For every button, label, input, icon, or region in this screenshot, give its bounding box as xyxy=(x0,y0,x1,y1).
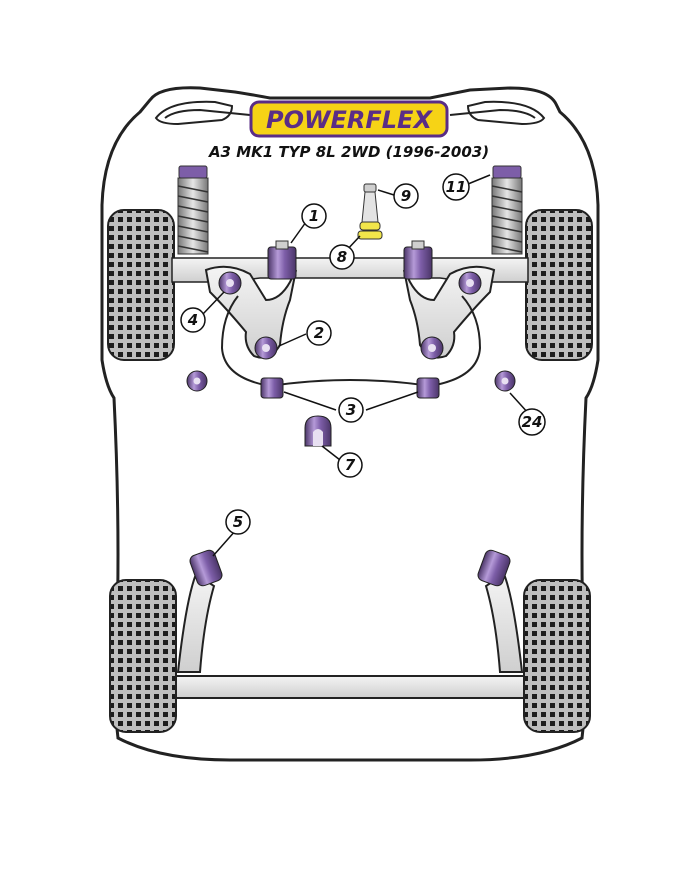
callout-4: 4 xyxy=(180,307,206,333)
callout-4-label: 4 xyxy=(187,311,198,329)
front-left-spring xyxy=(177,165,209,255)
rear-left-trailing-arm xyxy=(176,572,216,673)
bush-24 xyxy=(494,370,516,392)
callout-8-label: 8 xyxy=(337,248,347,266)
vehicle-subtitle: A3 MK1 TYP 8L 2WD (1996-2003) xyxy=(208,143,489,161)
bush-4 xyxy=(218,271,242,295)
brand-name: POWERFLEX xyxy=(266,106,433,134)
rear-axle-beam xyxy=(175,675,525,699)
callout-24: 24 xyxy=(518,408,546,436)
left-headlight-outline xyxy=(154,100,234,126)
rear-right-wheel xyxy=(523,579,591,733)
callout-11: 11 xyxy=(442,173,470,201)
bush-5 xyxy=(189,549,223,587)
front-right-wheel xyxy=(525,209,593,361)
front-left-wheel xyxy=(107,209,175,361)
callout-9-label: 9 xyxy=(401,187,411,205)
callout-1: 1 xyxy=(301,203,327,229)
callout-11-label: 11 xyxy=(446,178,467,196)
callout-2-label: 2 xyxy=(314,324,324,342)
bush-4-right xyxy=(458,271,482,295)
bush-3 xyxy=(260,377,284,399)
bush-9 xyxy=(361,183,379,223)
bush-3-right xyxy=(416,377,440,399)
powerflex-logo: POWERFLEX xyxy=(249,100,449,138)
bush-5-right xyxy=(477,549,511,587)
callout-3-label: 3 xyxy=(346,401,356,419)
bush-2 xyxy=(254,336,278,360)
callout-2: 2 xyxy=(306,320,332,346)
bush-2-right xyxy=(420,336,444,360)
callout-9: 9 xyxy=(393,183,419,209)
callout-7-label: 7 xyxy=(345,456,356,474)
bush-1-right xyxy=(403,240,433,280)
rear-right-trailing-arm xyxy=(484,572,524,673)
front-subframe xyxy=(171,257,529,283)
callout-5-label: 5 xyxy=(233,513,243,531)
callout-5: 5 xyxy=(225,509,251,535)
bump-stop-8 xyxy=(357,221,383,240)
front-anti-roll-bar xyxy=(220,295,482,388)
callout-7: 7 xyxy=(337,452,363,478)
front-right-spring xyxy=(491,165,523,255)
bush-24-left xyxy=(186,370,208,392)
callout-24-label: 24 xyxy=(522,413,543,431)
bush-7 xyxy=(304,415,332,447)
rear-left-wheel xyxy=(109,579,177,733)
right-headlight-outline xyxy=(466,100,546,126)
bush-1 xyxy=(267,240,297,280)
callout-1-label: 1 xyxy=(309,207,319,225)
callout-8: 8 xyxy=(329,244,355,270)
callout-3: 3 xyxy=(338,397,364,423)
car-body-inner-line xyxy=(164,108,536,119)
